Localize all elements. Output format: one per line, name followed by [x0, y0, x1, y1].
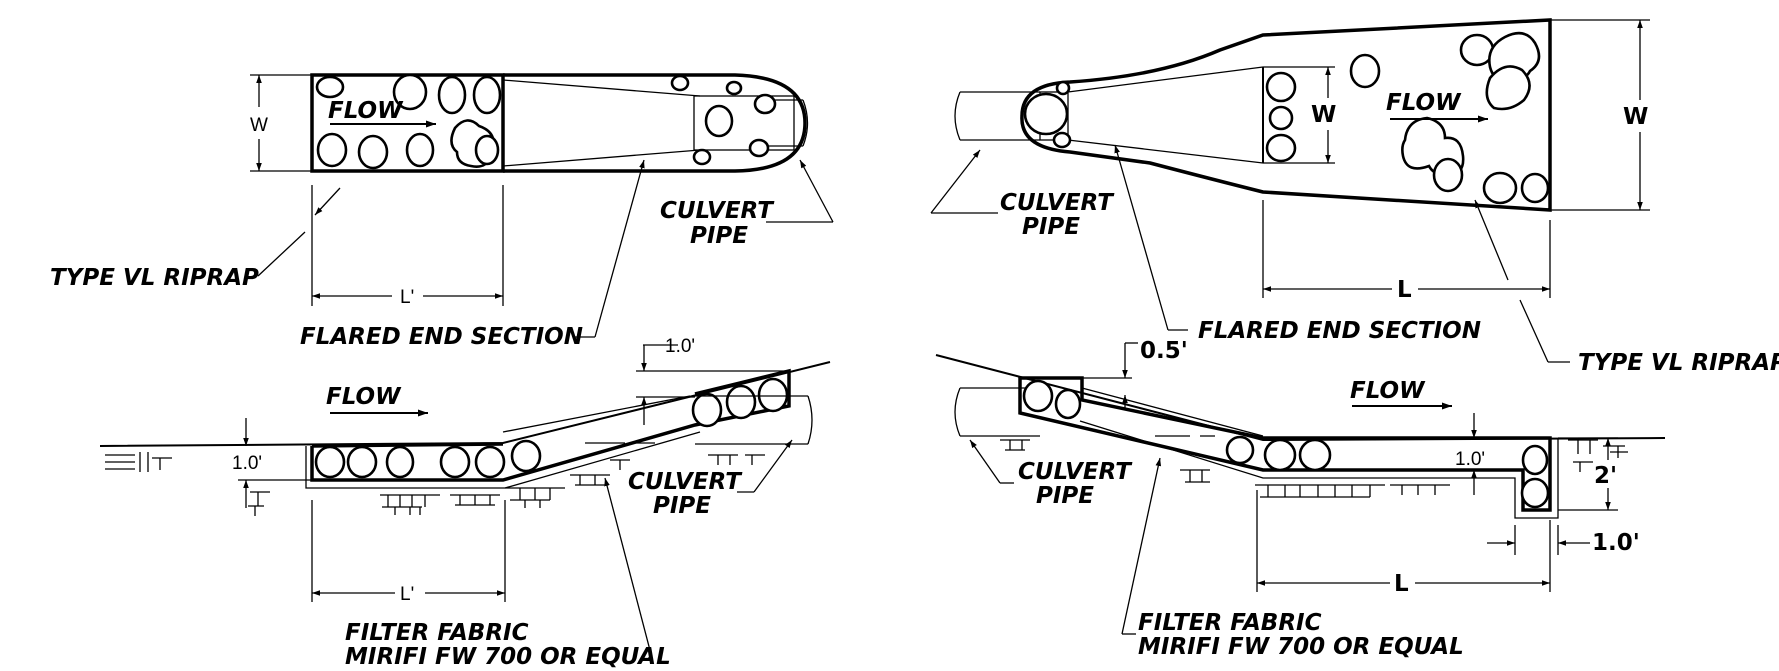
flared-end-outline-right: [1020, 18, 1552, 212]
flow-label-profile-right: FLOW: [1350, 378, 1426, 404]
dim-1ft-horizontal: 1.0': [1592, 530, 1640, 556]
flared-end-label-right: FLARED END SECTION: [1198, 318, 1481, 344]
flow-label-plan-right: FLOW: [1386, 90, 1462, 116]
flared-end-label-left: FLARED END SECTION: [300, 324, 583, 350]
culvert-label-plan-right-2: PIPE: [1022, 214, 1080, 240]
flared-end-outline: [503, 73, 807, 173]
profile-view-right: FLOW 0.5' 1.0' 2' 1.0' L CULVERT PIPE: [935, 338, 1666, 660]
profile-view-left: FLOW: [99, 336, 831, 670]
plan-rocks-right: [1023, 31, 1550, 205]
fabric-label-left-1: FILTER FABRIC: [345, 620, 529, 646]
profile-rocks-right: [1022, 379, 1550, 509]
culvert-label-profile-right-2: PIPE: [1036, 483, 1094, 509]
soil-hatch-left: [105, 452, 765, 516]
fabric-label-right-1: FILTER FABRIC: [1138, 610, 1322, 636]
culvert-label-plan-left-2: PIPE: [690, 223, 748, 249]
plan-view-right: FLOW W W L CULVERT PIPE FLARED END SECTI…: [930, 18, 1779, 376]
culvert-label-plan-left-1: CULVERT: [660, 198, 775, 224]
riprap-label-right: TYPE VL RIPRAP: [1578, 350, 1779, 376]
fabric-label-left-2: MIRIFI FW 700 OR EQUAL: [345, 644, 671, 670]
culvert-label-profile-right-1: CULVERT: [1018, 459, 1133, 485]
filter-fabric-right: [1079, 420, 1559, 519]
dim-l-prime-top: L': [400, 287, 414, 308]
dim-w-small: W: [1311, 102, 1336, 128]
plan-view-left: FLOW W L' TYPE VL RIPRAP FLARED END SECT…: [50, 73, 834, 350]
flow-label-profile-left: FLOW: [326, 384, 402, 410]
profile-rocks-left: [314, 377, 789, 479]
culvert-label-plan-right-1: CULVERT: [1000, 190, 1115, 216]
flow-label-plan-left: FLOW: [328, 98, 404, 124]
riprap-layer-right: [1018, 376, 1552, 512]
riprap-label-left: TYPE VL RIPRAP: [50, 265, 259, 291]
riprap-rocks: [315, 73, 777, 170]
culvert-label-profile-left-1: CULVERT: [628, 469, 743, 495]
fabric-label-right-2: MIRIFI FW 700 OR EQUAL: [1138, 634, 1464, 660]
culvert-label-profile-left-2: PIPE: [653, 493, 711, 519]
dim-1ft-top-profile: 1.0': [665, 336, 695, 357]
filter-fabric: [305, 431, 701, 489]
culvert-pipe-plan-right: [954, 91, 1040, 141]
dim-l-bottom: L: [1394, 571, 1409, 597]
dim-1ft-right-profile: 1.0': [1455, 449, 1485, 470]
dim-two-ft: 2': [1594, 463, 1617, 489]
soil-hatch-right: [1000, 439, 1628, 498]
dim-w-large: W: [1623, 104, 1648, 130]
dim-w-left: W: [250, 115, 268, 136]
dim-half-ft: 0.5': [1140, 338, 1188, 364]
dim-l-prime-bottom: L': [400, 584, 414, 605]
dim-1ft-left-profile: 1.0': [232, 453, 262, 474]
pipe-end: [693, 95, 795, 151]
dim-l-top: L: [1397, 277, 1412, 303]
